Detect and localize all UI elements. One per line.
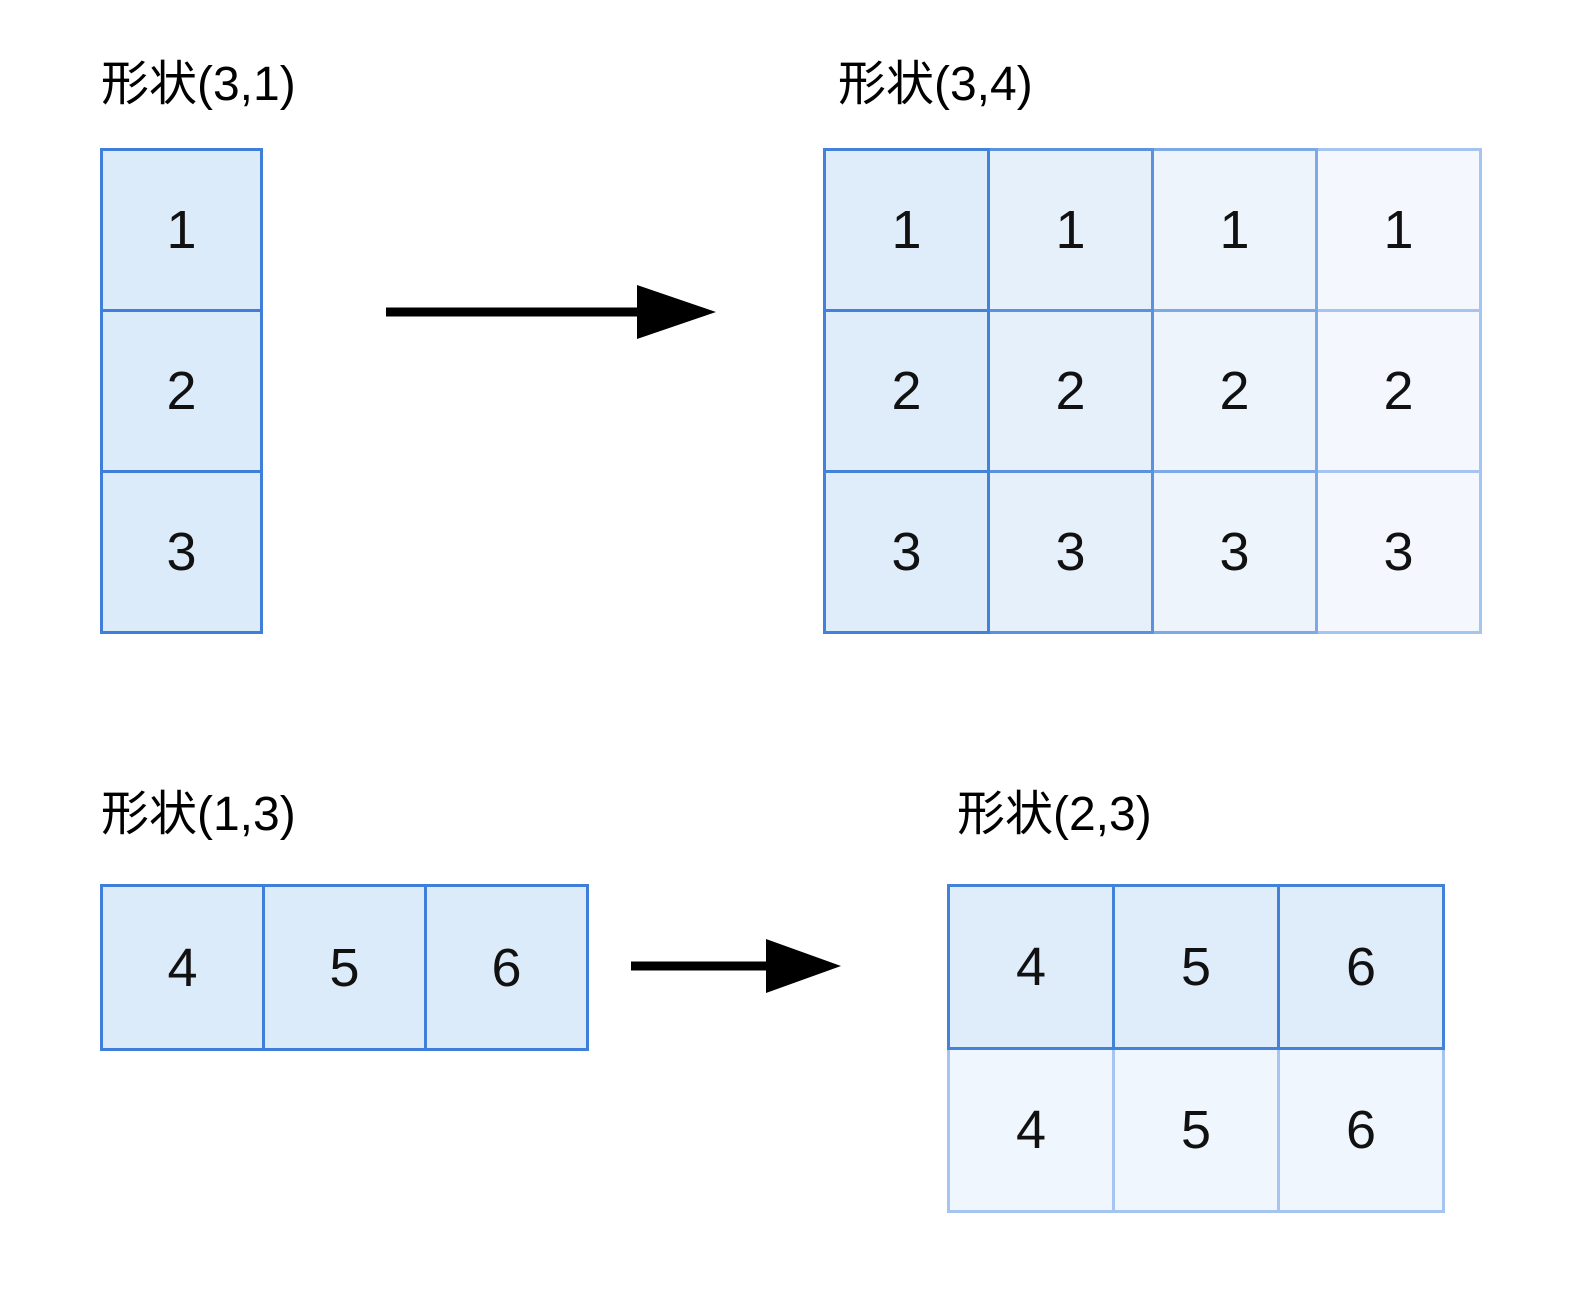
matrix-cell: 1	[100, 148, 263, 312]
matrix-cell: 5	[1112, 884, 1280, 1050]
matrix-cell: 4	[947, 884, 1115, 1050]
matrix-cell: 3	[823, 470, 990, 634]
matrix-cell: 4	[100, 884, 265, 1051]
matrix-cell: 2	[823, 309, 990, 473]
matrix-cell: 3	[100, 470, 263, 634]
matrix-cell: 1	[987, 148, 1154, 312]
matrix-cell: 5	[262, 884, 427, 1051]
right-arrow-icon	[385, 283, 717, 341]
matrix-cell: 2	[1151, 309, 1318, 473]
matrix-cell: 5	[1112, 1047, 1280, 1213]
shape-label-1x3: 形状(1,3)	[101, 788, 296, 841]
matrix-cell: 2	[987, 309, 1154, 473]
matrix-cell: 1	[1315, 148, 1482, 312]
matrix-cell: 1	[1151, 148, 1318, 312]
matrix-cell: 4	[947, 1047, 1115, 1213]
matrix-cell: 3	[1151, 470, 1318, 634]
matrix-cell: 2	[100, 309, 263, 473]
matrix-cell: 3	[1315, 470, 1482, 634]
matrix-cell: 2	[1315, 309, 1482, 473]
shape-label-3x4: 形状(3,4)	[838, 58, 1033, 111]
shape-label-3x1: 形状(3,1)	[101, 58, 296, 111]
shape-label-2x3: 形状(2,3)	[957, 788, 1152, 841]
matrix-cell: 6	[424, 884, 589, 1051]
right-arrow-icon	[630, 937, 842, 995]
matrix-cell: 6	[1277, 1047, 1445, 1213]
matrix-cell: 3	[987, 470, 1154, 634]
matrix-cell: 6	[1277, 884, 1445, 1050]
matrix-cell: 1	[823, 148, 990, 312]
